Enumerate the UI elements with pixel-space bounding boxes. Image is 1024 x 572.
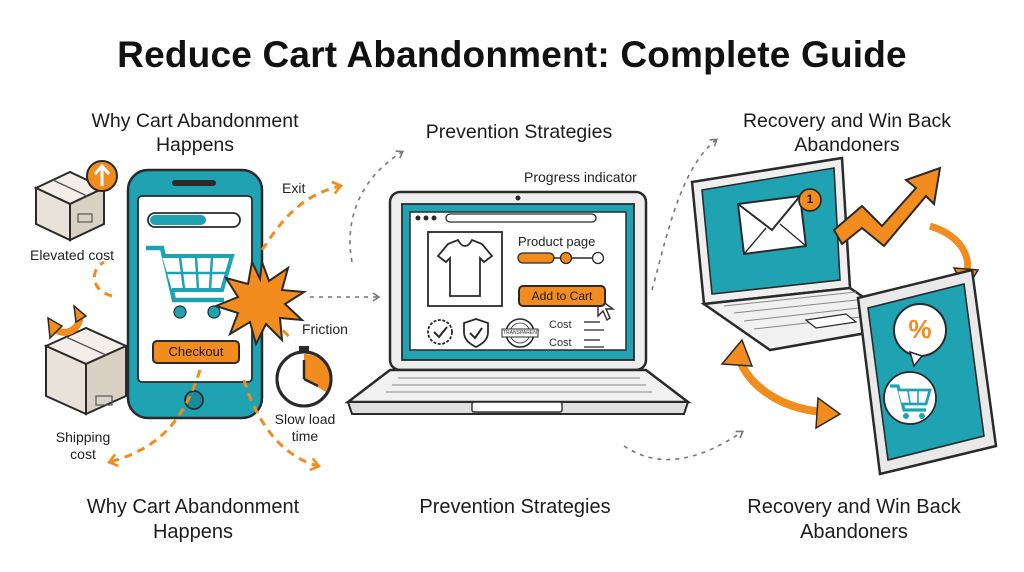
discount-percent-symbol: % <box>908 314 932 344</box>
label-product-page: Product page <box>518 234 596 249</box>
tablet-icon <box>856 268 998 476</box>
section-heading-prevention: Prevention Strategies <box>425 121 613 143</box>
email-count-badge: 1 <box>806 192 814 206</box>
section-heading-why: Why Cart Abandonment Happens <box>91 110 299 156</box>
transparent-badge-icon <box>501 318 539 348</box>
tshirt-icon <box>427 231 503 307</box>
envelope-icon <box>736 188 822 256</box>
exit-arrows <box>93 186 340 466</box>
box-cycle-arrow-icon <box>43 304 129 416</box>
section-heading-recovery: Recovery and Win Back Abandoners <box>742 110 952 156</box>
trend-up-arrow-icon <box>832 166 942 248</box>
check-badge-icon <box>427 319 453 345</box>
label-cost-2: Cost <box>549 337 572 349</box>
label-friction: Friction <box>302 321 348 337</box>
percent-bubble-icon <box>893 303 947 368</box>
shopping-cart-icon <box>883 371 937 425</box>
box-up-arrow-icon <box>33 160 118 242</box>
page-title: Reduce Cart Abandonment: Complete Guide <box>117 34 907 75</box>
label-slow-load-time: Slow load time <box>274 411 336 444</box>
checkout-button[interactable]: Checkout <box>152 340 240 364</box>
add-to-cart-button[interactable]: Add to Cart <box>518 285 606 307</box>
label-cost-1: Cost <box>549 319 572 331</box>
label-elevated-cost: Elevated cost <box>30 247 115 263</box>
shield-check-icon <box>463 318 489 349</box>
cost-lines <box>584 321 604 348</box>
progress-steps <box>517 251 605 265</box>
section-footer-prevention: Prevention Strategies <box>419 496 611 518</box>
label-shipping-cost: Shipping cost <box>55 429 111 462</box>
flow-connectors <box>310 138 745 461</box>
label-exit: Exit <box>282 180 306 196</box>
label-progress-indicator: Progress indicator <box>524 169 637 185</box>
section-footer-recovery: Recovery and Win Back Abandoners <box>747 496 961 543</box>
label-transparent-badge: TRANSPARENT <box>503 330 540 336</box>
clock-icon <box>275 346 333 408</box>
friction-burst-icon <box>213 258 308 347</box>
shopping-cart-icon <box>146 245 235 319</box>
section-footer-why: Why Cart Abandonment Happens <box>86 496 300 543</box>
